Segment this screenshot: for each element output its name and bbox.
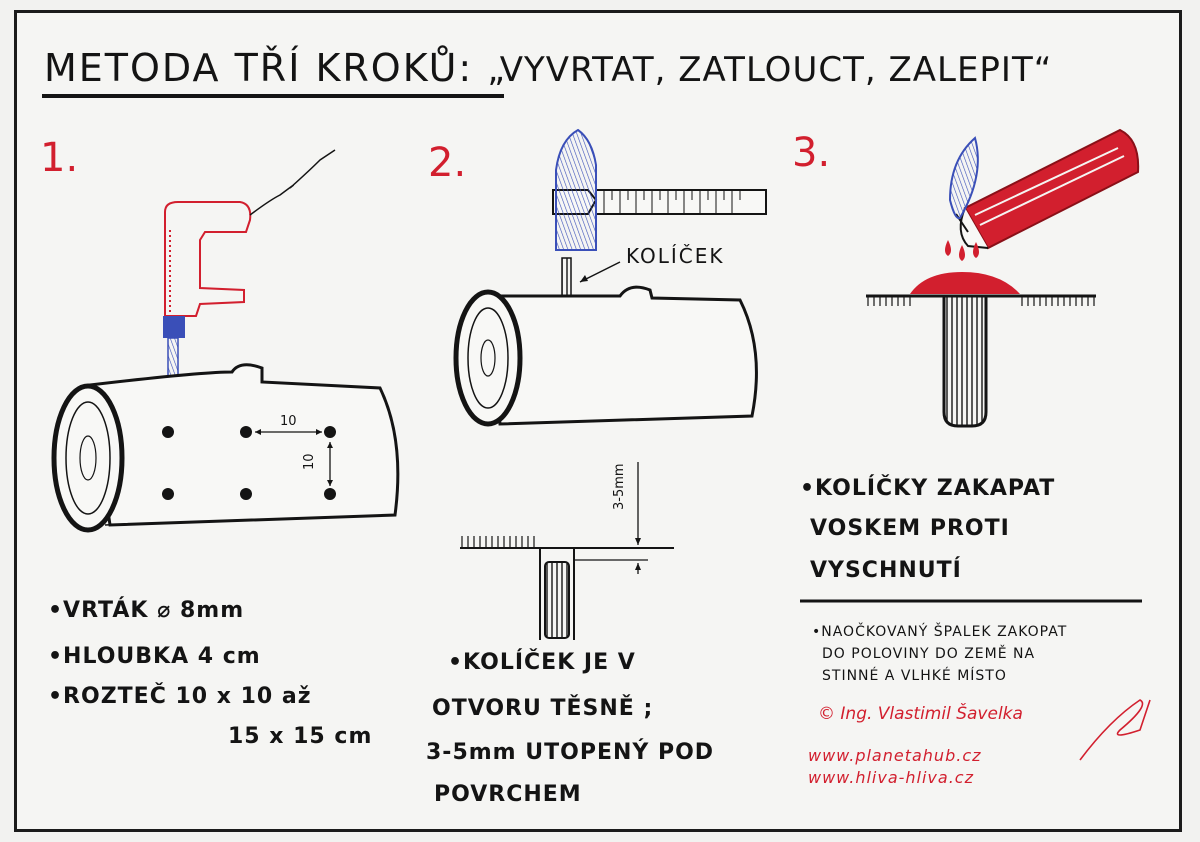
hole <box>240 426 252 438</box>
hole <box>240 488 252 500</box>
step3-extra-note-2: DO POLOVINY DO ZEMĚ NA <box>822 646 1036 662</box>
step3-extra-note-3: STINNÉ A VLHKÉ MÍSTO <box>822 668 1007 684</box>
drill-chuck <box>163 316 185 338</box>
hole <box>324 488 336 500</box>
hole <box>162 488 174 500</box>
hammer-icon <box>552 128 767 251</box>
peg-icon <box>561 257 572 297</box>
peg-cross-section <box>460 462 674 640</box>
step1-note-3: •ROZTEČ 10 x 10 až <box>48 684 312 709</box>
author-credit: © Ing. Vlastimil Šavelka <box>818 704 1023 724</box>
flame-icon <box>948 136 979 220</box>
signature <box>1079 699 1151 761</box>
wax-drop <box>959 245 965 261</box>
step2-note-2: OTVORU TĚSNĚ ; <box>432 696 654 721</box>
step1-note-4: 15 x 15 cm <box>228 724 373 749</box>
log1-icon <box>51 363 400 533</box>
step1-number: 1. <box>40 135 79 181</box>
website-link-2[interactable]: www.hliva-hliva.cz <box>808 768 974 787</box>
peg-in-wood <box>942 296 988 428</box>
step2-note-4: POVRCHEM <box>434 782 582 807</box>
drill-cable <box>249 149 336 216</box>
step3-note-2: VOSKEM PROTI <box>810 516 1010 541</box>
step2-note-3: 3-5mm UTOPENÝ POD <box>426 740 715 765</box>
step1-note-2: •HLOUBKA 4 cm <box>48 644 261 669</box>
depth-label: 3-5mm <box>612 463 627 510</box>
step3-note-3: VYSCHNUTÍ <box>810 558 962 583</box>
step3-note-1: •KOLÍČKY ZAKAPAT <box>800 476 1056 501</box>
candle-icon <box>955 128 1140 250</box>
step2-number: 2. <box>428 140 467 186</box>
hole <box>324 426 336 438</box>
dim-vertical: 10 <box>302 453 317 470</box>
step2-illustration <box>453 128 767 640</box>
drill-icon <box>164 201 252 317</box>
wax-drop <box>973 242 979 258</box>
step3-illustration <box>800 128 1142 603</box>
wax-drop <box>945 240 951 256</box>
title-quote: „VYVRTAT, ZATLOUCT, ZALEPIT“ <box>487 50 1053 90</box>
page-title: METODA TŘÍ KROKŮ: „VYVRTAT, ZATLOUCT, ZA… <box>44 46 1052 90</box>
step1-note-1: •VRTÁK ⌀ 8mm <box>48 598 245 623</box>
log2-icon <box>453 285 758 427</box>
step2-note-1: •KOLÍČEK JE V <box>448 650 636 675</box>
step3-number: 3. <box>792 130 831 176</box>
title-underline <box>42 94 504 98</box>
dim-horizontal: 10 <box>280 414 297 429</box>
step3-extra-note-1: •NAOČKOVANÝ ŠPALEK ZAKOPAT <box>812 624 1068 640</box>
peg-label: KOLÍČEK <box>626 244 725 268</box>
title-main: METODA TŘÍ KROKŮ: <box>44 46 474 90</box>
website-link-1[interactable]: www.planetahub.cz <box>808 746 982 765</box>
wax-seal <box>910 272 1020 294</box>
hole <box>162 426 174 438</box>
step1-illustration <box>51 149 400 533</box>
